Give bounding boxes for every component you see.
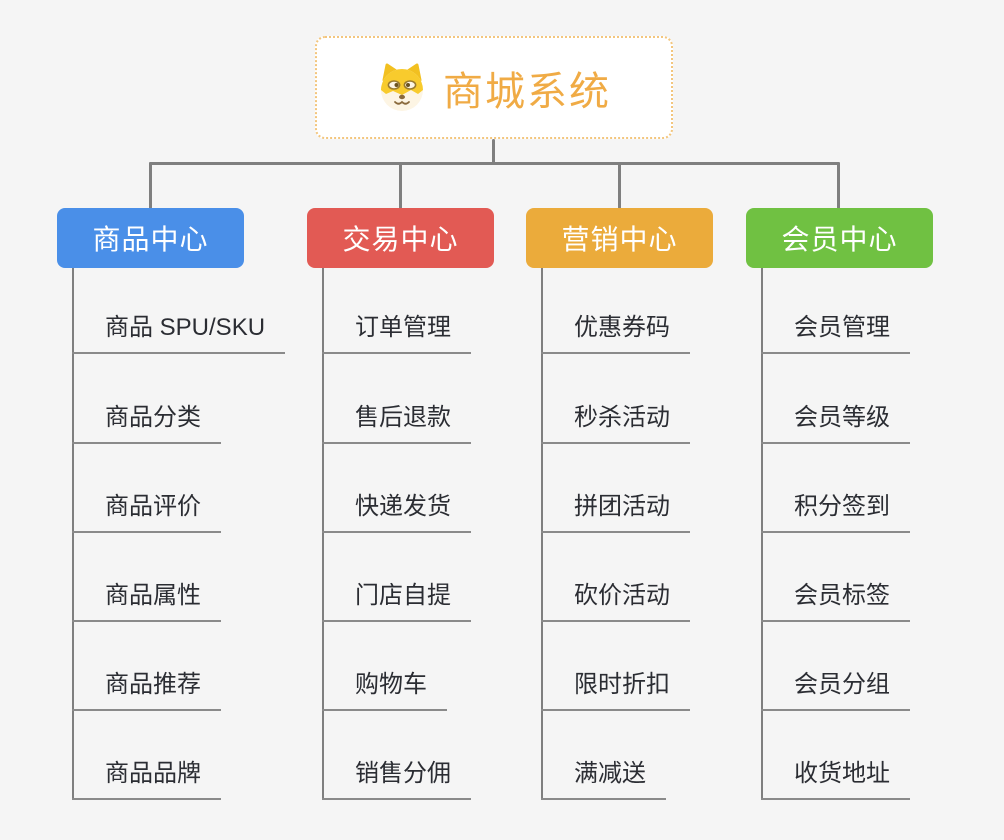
leaf-node[interactable]: 会员标签 bbox=[761, 580, 910, 622]
leaf-node[interactable]: 会员等级 bbox=[761, 402, 910, 444]
branch-box-marketing-center[interactable]: 营销中心 bbox=[526, 208, 713, 268]
connector-drop-trade bbox=[399, 162, 402, 209]
root-node[interactable]: 商城系统 bbox=[315, 36, 673, 139]
leaf-node[interactable]: 限时折扣 bbox=[541, 669, 690, 711]
leaf-node[interactable]: 商品属性 bbox=[72, 580, 221, 622]
leaf-node[interactable]: 商品推荐 bbox=[72, 669, 221, 711]
branch-box-member-center[interactable]: 会员中心 bbox=[746, 208, 933, 268]
leaf-node[interactable]: 积分签到 bbox=[761, 491, 910, 533]
branch-box-trade-center[interactable]: 交易中心 bbox=[307, 208, 494, 268]
leaf-node[interactable]: 优惠券码 bbox=[541, 312, 690, 354]
branch-stem bbox=[541, 268, 543, 800]
leaf-node[interactable]: 商品评价 bbox=[72, 491, 221, 533]
leaf-node[interactable]: 商品品牌 bbox=[72, 758, 221, 800]
branch-stem bbox=[322, 268, 324, 800]
leaf-node[interactable]: 砍价活动 bbox=[541, 580, 690, 622]
leaf-node[interactable]: 售后退款 bbox=[322, 402, 471, 444]
leaf-node[interactable]: 满减送 bbox=[541, 758, 666, 800]
leaf-node[interactable]: 收货地址 bbox=[761, 758, 910, 800]
connector-drop-product bbox=[149, 162, 152, 209]
leaf-node[interactable]: 秒杀活动 bbox=[541, 402, 690, 444]
connector-root-stem bbox=[492, 139, 495, 165]
branch-marketing-center: 营销中心 优惠券码 秒杀活动 拼团活动 砍价活动 限时折扣 满减送 bbox=[526, 208, 713, 800]
branch-trade-center: 交易中心 订单管理 售后退款 快递发货 门店自提 购物车 销售分佣 bbox=[307, 208, 494, 800]
leaf-node[interactable]: 销售分佣 bbox=[322, 758, 471, 800]
leaf-node[interactable]: 快递发货 bbox=[322, 491, 471, 533]
leaf-node[interactable]: 会员分组 bbox=[761, 669, 910, 711]
leaf-node[interactable]: 门店自提 bbox=[322, 580, 471, 622]
doge-icon bbox=[381, 63, 423, 111]
leaf-node[interactable]: 购物车 bbox=[322, 669, 447, 711]
branch-stem bbox=[72, 268, 74, 800]
leaf-node[interactable]: 商品分类 bbox=[72, 402, 221, 444]
branch-product-center: 商品中心 商品 SPU/SKU 商品分类 商品评价 商品属性 商品推荐 商品品牌 bbox=[57, 208, 286, 800]
connector-drop-member bbox=[837, 162, 840, 209]
connector-drop-marketing bbox=[618, 162, 621, 209]
leaf-node[interactable]: 拼团活动 bbox=[541, 491, 690, 533]
branch-box-product-center[interactable]: 商品中心 bbox=[57, 208, 244, 268]
branch-member-center: 会员中心 会员管理 会员等级 积分签到 会员标签 会员分组 收货地址 bbox=[746, 208, 933, 800]
branch-stem bbox=[761, 268, 763, 800]
leaf-node[interactable]: 会员管理 bbox=[761, 312, 910, 354]
leaf-node[interactable]: 商品 SPU/SKU bbox=[72, 312, 286, 354]
root-title: 商城系统 bbox=[443, 69, 611, 114]
connector-horizontal bbox=[149, 162, 840, 165]
leaf-node[interactable]: 订单管理 bbox=[322, 312, 471, 354]
